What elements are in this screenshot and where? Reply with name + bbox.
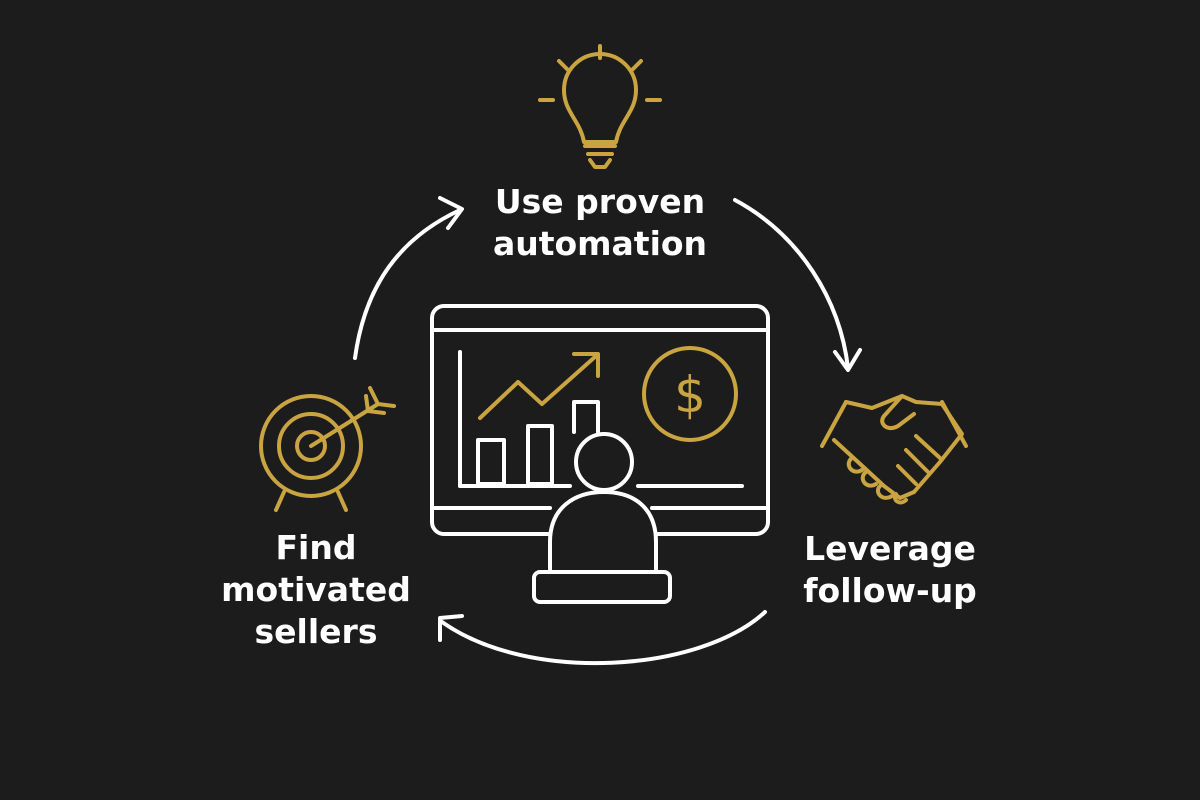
user-icon bbox=[532, 432, 672, 604]
trend-arrow-icon bbox=[478, 352, 600, 420]
monitor-chart-user-icon: $ bbox=[430, 304, 770, 604]
cycle-arrows bbox=[353, 196, 862, 666]
dollar-coin-icon: $ bbox=[642, 346, 738, 442]
label-line: Find bbox=[275, 528, 357, 567]
arrow-top-to-right bbox=[733, 198, 862, 372]
label-find-motivated-sellers: Find motivated sellers bbox=[196, 527, 436, 653]
label-use-proven-automation: Use proven automation bbox=[440, 181, 760, 265]
currency-symbol: $ bbox=[674, 366, 706, 424]
label-line: automation bbox=[492, 224, 708, 263]
label-line: Use proven bbox=[494, 182, 706, 221]
target-icon bbox=[259, 386, 396, 512]
label-line: sellers bbox=[254, 612, 378, 651]
label-line: follow-up bbox=[803, 571, 977, 610]
monitor-frame bbox=[430, 304, 770, 536]
label-line: motivated bbox=[221, 570, 411, 609]
label-line: Leverage bbox=[804, 529, 976, 568]
handshake-icon bbox=[820, 394, 968, 505]
label-leverage-follow-up: Leverage follow-up bbox=[770, 528, 1010, 612]
arrow-left-to-top bbox=[353, 196, 464, 360]
lightbulb-icon bbox=[538, 44, 662, 169]
arrow-right-to-left bbox=[438, 610, 767, 666]
